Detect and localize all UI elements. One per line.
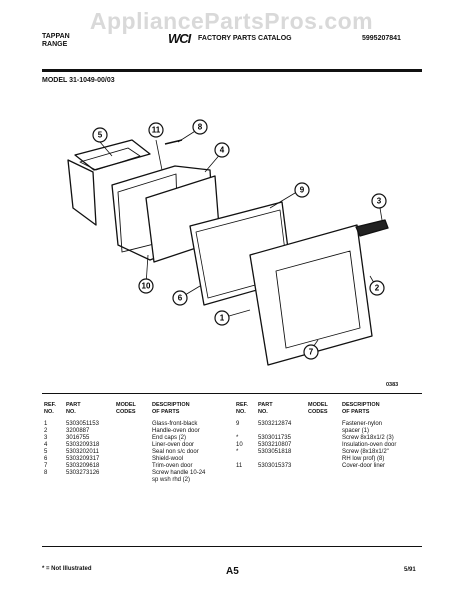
callout-5: 5 <box>92 127 108 143</box>
svg-text:2: 2 <box>375 284 380 293</box>
table-bottom-rule <box>42 546 422 547</box>
callout-10: 10 <box>138 278 154 294</box>
header-model-codes: MODEL CODES <box>116 402 136 415</box>
svg-text:9: 9 <box>300 186 305 195</box>
header-description: DESCRIPTION OF PARTS <box>342 402 380 415</box>
svg-text:10: 10 <box>142 282 151 291</box>
header-rule <box>42 69 422 72</box>
svg-text:11: 11 <box>152 126 161 135</box>
callout-11: 11 <box>148 122 164 138</box>
svg-text:7: 7 <box>309 348 314 357</box>
callout-1: 1 <box>214 310 230 326</box>
header-part-no: PART NO. <box>258 402 273 415</box>
header-ref-no: REF. NO. <box>44 402 56 415</box>
wci-logo: WCI <box>168 31 191 46</box>
door-trim-opening <box>275 250 361 349</box>
callout-2: 2 <box>369 280 385 296</box>
figure-number: 0383 <box>386 382 399 388</box>
header-model-codes: MODEL CODES <box>308 402 328 415</box>
callout-4: 4 <box>214 142 230 158</box>
watermark-text: AppliancePartsPros.com <box>89 8 374 34</box>
brand-name: TAPPAN <box>42 33 70 40</box>
svg-text:3: 3 <box>377 197 382 206</box>
svg-text:4: 4 <box>220 146 225 155</box>
handle-screw <box>164 139 183 145</box>
parts-table-left: REF. NO. PART NO. MODEL CODES DESCRIPTIO… <box>44 402 224 484</box>
callout-6: 6 <box>172 290 188 306</box>
page-number: A5 <box>226 566 239 577</box>
catalog-number: 5995207841 <box>362 35 401 42</box>
header-description: DESCRIPTION OF PARTS <box>152 402 190 415</box>
callout-7: 7 <box>303 344 319 360</box>
parts-table-right: REF. NO. PART NO. MODEL CODES DESCRIPTIO… <box>236 402 422 470</box>
header-part-no: PART NO. <box>66 402 81 415</box>
door-seal-gasket <box>67 139 151 226</box>
callout-8: 8 <box>192 119 208 135</box>
callout-3: 3 <box>371 193 387 209</box>
door-handle <box>355 219 389 237</box>
exploded-parts-diagram: 1 2 3 4 5 6 7 8 9 10 11 <box>67 119 389 366</box>
not-illustrated-note: * = Not Illustrated <box>42 566 92 572</box>
model-number: MODEL 31-1049-00/03 <box>42 77 115 84</box>
callout-9: 9 <box>294 182 310 198</box>
header-ref-no: REF. NO. <box>236 402 248 415</box>
svg-text:5: 5 <box>98 131 103 140</box>
revision-date: 5/91 <box>404 567 416 573</box>
door-seal-inner <box>79 147 141 171</box>
svg-text:8: 8 <box>198 123 203 132</box>
product-type: RANGE <box>42 41 68 48</box>
svg-text:6: 6 <box>178 294 183 303</box>
catalog-title: FACTORY PARTS CATALOG <box>198 35 292 42</box>
door-trim-frame <box>249 224 373 366</box>
svg-text:1: 1 <box>220 314 225 323</box>
table-top-rule <box>42 393 422 394</box>
